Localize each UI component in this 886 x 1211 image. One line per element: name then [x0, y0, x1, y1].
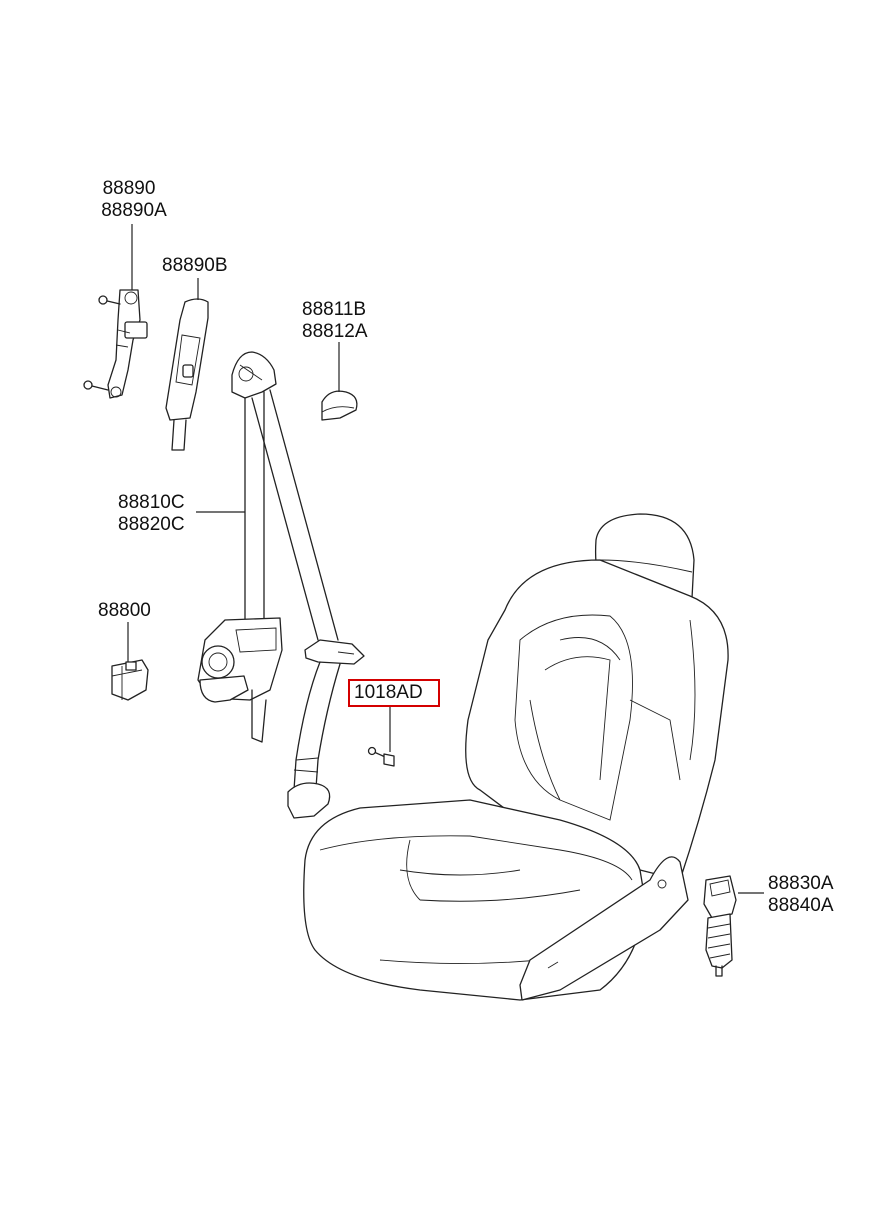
part-label-88840a: 88840A: [768, 895, 834, 916]
highlight-box: [348, 679, 440, 707]
bolt-part[interactable]: [367, 746, 395, 767]
part-label-88820c: 88820C: [118, 514, 185, 535]
part-label-88810c: 88810C: [118, 492, 185, 513]
retractor-cover-part[interactable]: [111, 659, 149, 701]
seat-belt-assembly-part[interactable]: [197, 351, 365, 819]
part-label-88830a: 88830A: [768, 873, 834, 894]
buckle-part[interactable]: [703, 875, 737, 977]
part-label-1018ad[interactable]: 1018AD: [354, 682, 423, 703]
height-adjuster-cover-part[interactable]: [165, 298, 209, 451]
part-label-88812a: 88812A: [302, 321, 368, 342]
part-label-88890: 88890: [102, 178, 156, 199]
part-label-88800: 88800: [98, 600, 151, 621]
part-label-88890b: 88890B: [162, 255, 228, 276]
part-label-88890a: 88890A: [101, 200, 167, 221]
part-label-88811b: 88811B: [302, 299, 367, 320]
front-seat: [303, 513, 729, 1001]
anchor-cover-part[interactable]: [321, 390, 358, 421]
upper-anchor-adjuster-part[interactable]: [83, 289, 148, 399]
